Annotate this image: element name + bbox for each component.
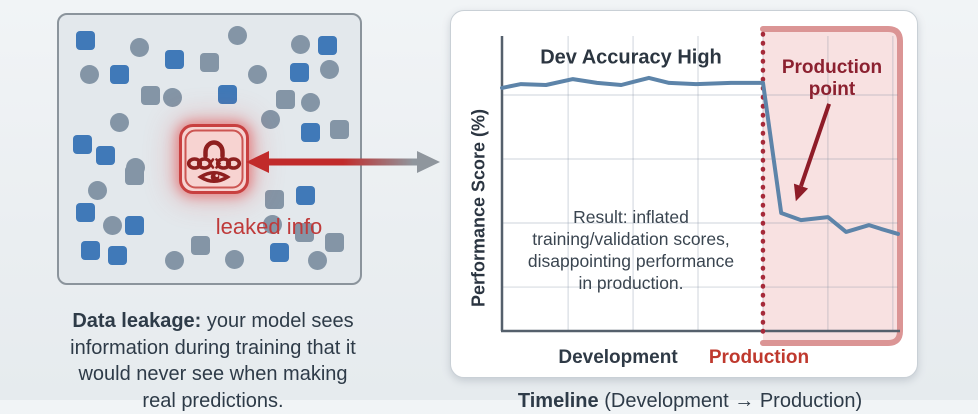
data-point-circle — [291, 35, 310, 54]
data-point-circle — [130, 38, 149, 57]
data-point-square — [81, 241, 100, 260]
data-point-square — [301, 123, 320, 142]
data-point-square — [290, 63, 309, 82]
chart-result-note: Result: inflated training/validation sco… — [527, 207, 735, 293]
data-point-circle — [248, 65, 267, 84]
data-point-circle — [80, 65, 99, 84]
data-leakage-caption-lead: Data leakage: — [72, 310, 202, 332]
chart-title: Dev Accuracy High — [540, 46, 722, 69]
data-point-square — [76, 31, 95, 50]
data-point-circle — [163, 88, 182, 107]
performance-chart — [500, 26, 903, 346]
data-point-circle — [320, 60, 339, 79]
data-point-square — [265, 190, 284, 209]
data-point-circle — [103, 216, 122, 235]
data-point-square — [276, 90, 295, 109]
data-point-circle — [301, 93, 320, 112]
data-point-circle — [225, 250, 244, 269]
y-axis-label: Performance Score (%) — [468, 108, 489, 308]
data-point-circle — [165, 251, 184, 270]
data-point-square — [218, 85, 237, 104]
performance-chart-card: Dev Accuracy High Production point Resul… — [450, 10, 918, 378]
arrowhead-right — [417, 151, 440, 173]
data-point-square — [295, 223, 314, 242]
data-point-square — [76, 203, 95, 222]
leaked-info-label: leaked info — [215, 214, 323, 239]
production-point-annotation: Production point — [781, 57, 883, 100]
data-point-circle — [228, 26, 247, 45]
data-point-circle — [308, 251, 327, 270]
data-point-square — [330, 120, 349, 139]
arrowhead-left — [246, 151, 269, 173]
data-point-circle — [261, 110, 280, 129]
data-point-square — [73, 135, 92, 154]
data-point-square — [270, 243, 289, 262]
timeline-caption-body: (Development → Production) — [598, 390, 863, 412]
data-point-square — [325, 233, 344, 252]
data-point-square — [318, 36, 337, 55]
timeline-caption-lead: Timeline — [517, 390, 599, 412]
data-point-square — [165, 50, 184, 69]
data-point-square — [110, 65, 129, 84]
data-leakage-caption: Data leakage: your model sees informatio… — [40, 308, 386, 414]
data-point-square — [96, 146, 115, 165]
x-axis-label-development: Development — [558, 347, 678, 368]
training-data-panel: leaked info — [57, 13, 362, 285]
broken-chain-lock-eye-icon — [184, 129, 244, 189]
data-point-square — [191, 236, 210, 255]
data-point-square — [125, 216, 144, 235]
x-axis-label-production: Production — [708, 347, 810, 368]
data-point-square — [141, 86, 160, 105]
leak-connection-arrow-icon — [246, 151, 440, 173]
data-point-square — [296, 186, 315, 205]
data-point-circle — [263, 215, 282, 234]
timeline-caption: Timeline (Development → Production) — [450, 390, 930, 413]
data-point-circle — [110, 113, 129, 132]
data-point-circle — [88, 181, 107, 200]
data-point-square — [125, 166, 144, 185]
data-point-square — [200, 53, 219, 72]
data-point-square — [108, 246, 127, 265]
leaked-info-badge — [179, 124, 249, 194]
